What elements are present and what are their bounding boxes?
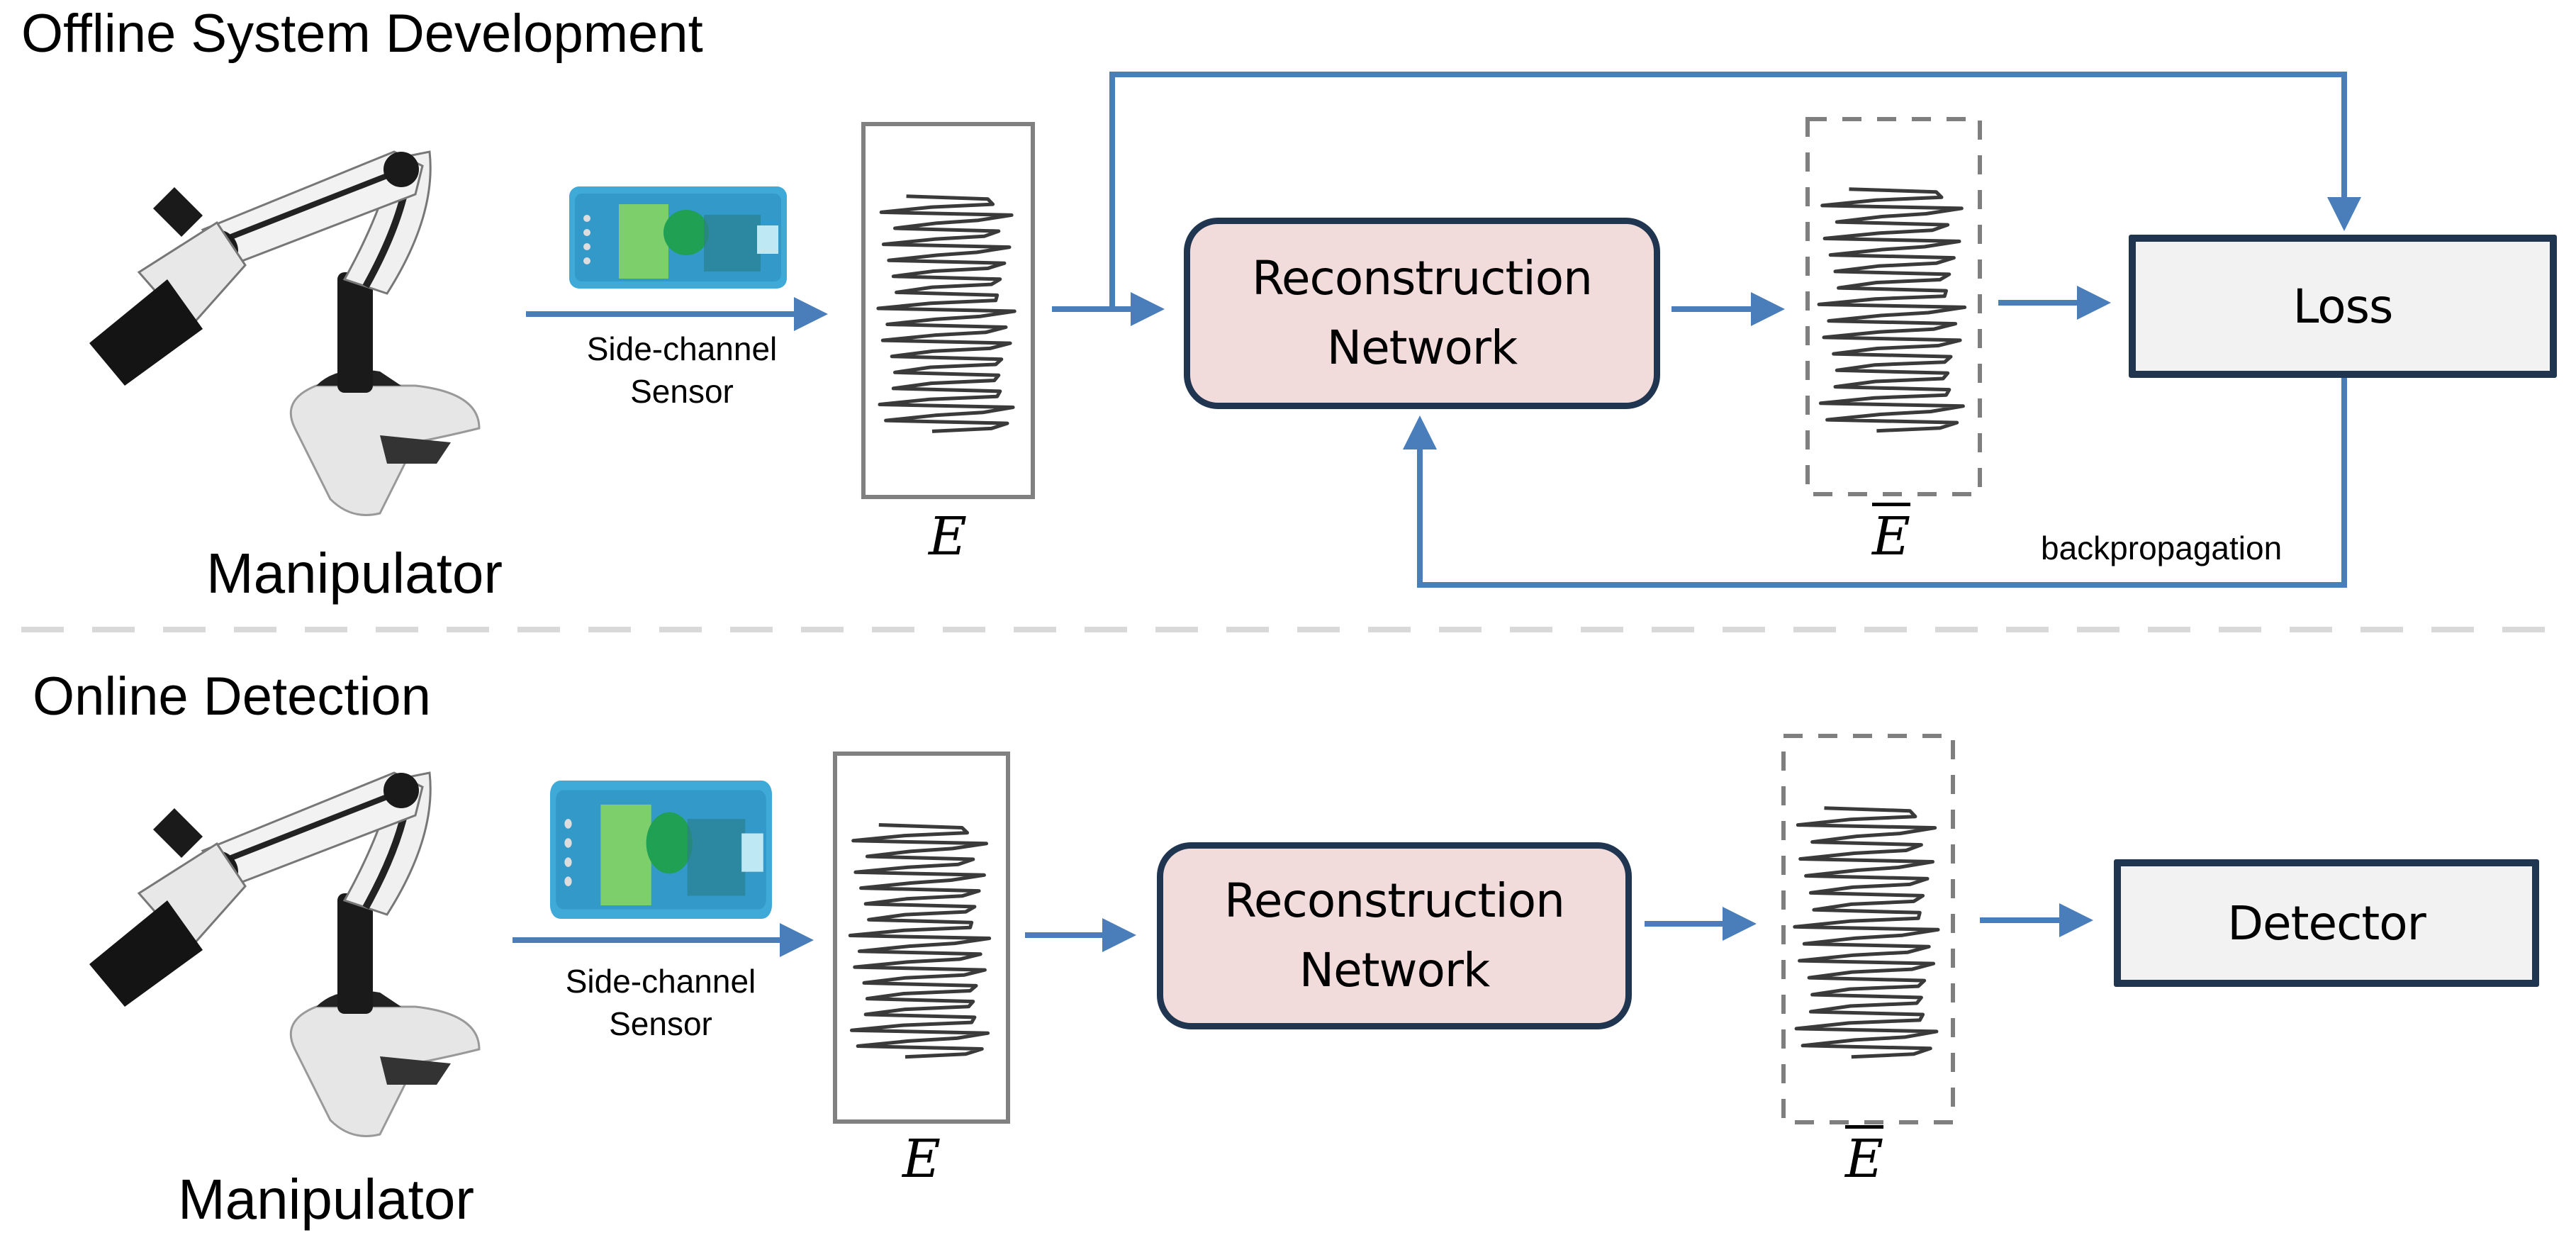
dashed-border [1781, 734, 1955, 1124]
offline-output-signal-label: E [1871, 506, 1911, 567]
offline-output-signal-box [1805, 117, 1982, 496]
offline-input-signal-box [861, 122, 1035, 499]
side-channel-sensor-icon [569, 186, 787, 289]
robot-arm-drawing [89, 150, 481, 516]
waveform-trace [848, 823, 992, 1059]
offline-manipulator-label: Manipulator [206, 542, 503, 605]
online-recon-line1: Reconstruction [1224, 873, 1565, 928]
waveform-trace [1817, 187, 1967, 433]
online-reconstruction-network-box: Reconstruction Network [1157, 842, 1632, 1029]
offline-reconstruction-network-box: Reconstruction Network [1184, 218, 1660, 409]
section-divider [21, 627, 2573, 632]
offline-sensor-label-line2: Sensor [630, 373, 734, 410]
side-channel-sensor-icon [550, 781, 772, 919]
online-input-signal-box [833, 752, 1010, 1124]
arrow-backpropagation [1403, 378, 2347, 588]
offline-section-title: Offline System Development [21, 4, 703, 64]
waveform-icon [1817, 187, 1967, 433]
detector-box: Detector [2114, 859, 2539, 987]
loss-box: Loss [2129, 235, 2557, 378]
online-output-signal-label: E [1844, 1129, 1884, 1190]
waveform-icon [848, 823, 992, 1059]
online-output-signal-box [1781, 734, 1955, 1124]
waveform-trace [1793, 806, 1940, 1059]
robot-arm-drawing [89, 771, 481, 1137]
robot-arm-icon [89, 150, 481, 516]
offline-recon-line2: Network [1326, 320, 1518, 375]
offline-recon-line1: Reconstruction [1252, 251, 1593, 306]
online-sensor-label-line2: Sensor [609, 1005, 712, 1042]
online-section-title: Online Detection [33, 666, 431, 727]
online-sensor-label: Side-channel Sensor [554, 960, 767, 1045]
online-input-signal-label: E [902, 1129, 941, 1190]
offline-sensor-label: Side-channel Sensor [576, 328, 788, 413]
arrow-signal-to-loss [1109, 72, 2361, 309]
offline-input-signal-label: E [928, 506, 968, 567]
robot-arm-icon [89, 771, 481, 1137]
online-manipulator-label: Manipulator [177, 1168, 474, 1231]
waveform-icon [1793, 806, 1940, 1059]
dashed-border [1805, 117, 1982, 496]
online-sensor-label-line1: Side-channel [565, 963, 756, 1000]
offline-sensor-label-line1: Side-channel [586, 330, 778, 367]
waveform-icon [876, 194, 1017, 433]
online-recon-line2: Network [1299, 943, 1491, 998]
backpropagation-label: backpropagation [2041, 530, 2283, 566]
waveform-trace [876, 194, 1017, 433]
